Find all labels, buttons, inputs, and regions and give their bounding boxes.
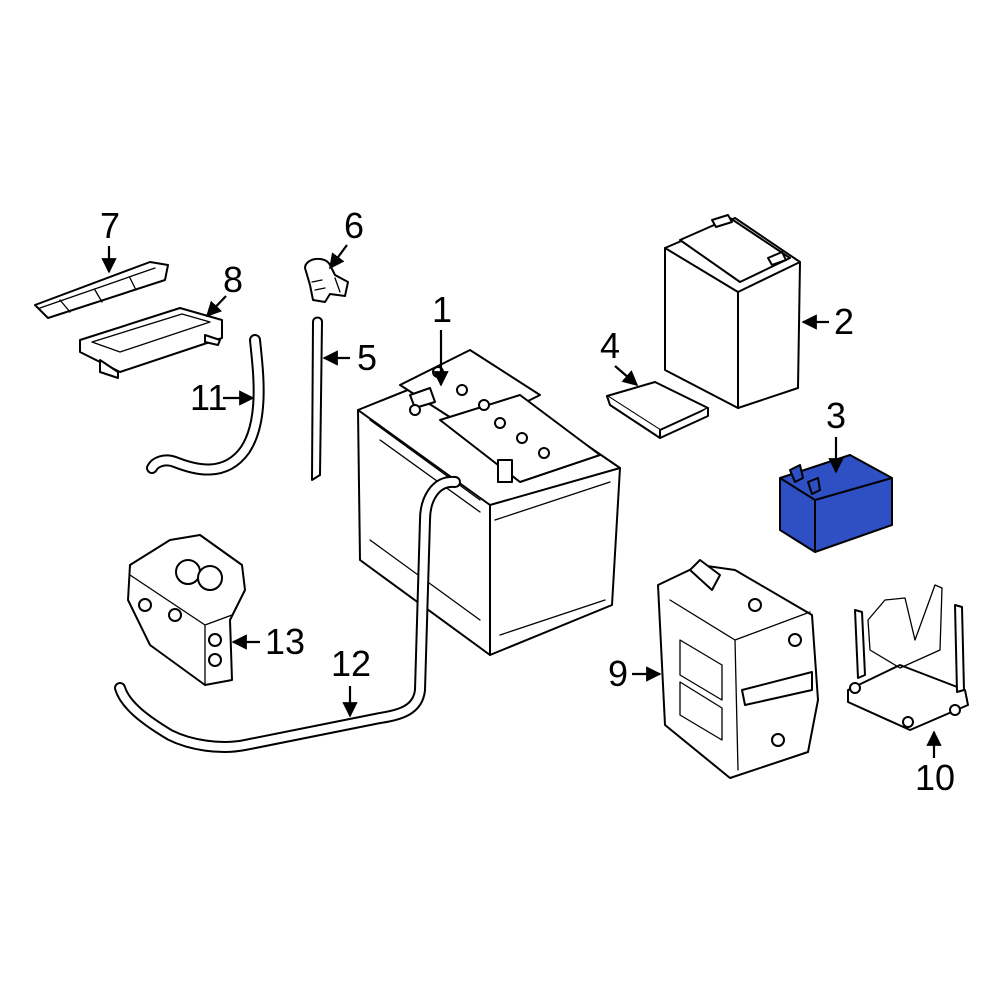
- svg-text:1: 1: [432, 289, 452, 330]
- part-5-vent-tube[interactable]: [311, 316, 323, 481]
- callout-5[interactable]: 5: [322, 337, 377, 378]
- svg-text:10: 10: [915, 757, 955, 798]
- part-9-battery-tray[interactable]: [657, 559, 819, 779]
- part-13-terminal-bracket[interactable]: [127, 534, 246, 686]
- part-3-highlighted-module[interactable]: [779, 454, 893, 553]
- callout-7[interactable]: 7: [100, 205, 120, 274]
- callout-1[interactable]: 1: [432, 289, 452, 387]
- callout-2[interactable]: 2: [801, 301, 854, 342]
- callout-10[interactable]: 10: [915, 730, 955, 798]
- callout-13[interactable]: 13: [231, 621, 305, 662]
- svg-text:4: 4: [600, 325, 620, 366]
- part-1-battery[interactable]: [357, 349, 621, 656]
- part-10-support-bracket[interactable]: [847, 584, 969, 731]
- part-12-vent-hose[interactable]: [114, 475, 461, 753]
- callout-4[interactable]: 4: [600, 325, 639, 387]
- part-6-elbow-fitting[interactable]: [304, 257, 349, 303]
- svg-text:6: 6: [344, 205, 364, 246]
- part-11-vent-hose[interactable]: [146, 334, 265, 476]
- svg-text:8: 8: [223, 259, 243, 300]
- part-7-cover-strip[interactable]: [34, 261, 169, 319]
- svg-text:2: 2: [834, 301, 854, 342]
- svg-text:12: 12: [331, 643, 371, 684]
- callout-9[interactable]: 9: [608, 653, 662, 694]
- svg-text:7: 7: [100, 205, 120, 246]
- svg-text:3: 3: [826, 395, 846, 436]
- svg-text:9: 9: [608, 653, 628, 694]
- svg-text:5: 5: [357, 337, 377, 378]
- callout-6[interactable]: 6: [329, 205, 364, 270]
- part-2-auxiliary-battery[interactable]: [664, 214, 801, 409]
- svg-text:11: 11: [190, 377, 227, 418]
- svg-text:13: 13: [265, 621, 305, 662]
- part-4-cover-plate[interactable]: [606, 381, 709, 439]
- callout-12[interactable]: 12: [331, 643, 371, 718]
- callout-8[interactable]: 8: [205, 259, 243, 318]
- callout-3[interactable]: 3: [826, 395, 846, 474]
- part-8-bracket-frame[interactable]: [79, 307, 223, 379]
- callout-11[interactable]: 11: [190, 377, 255, 418]
